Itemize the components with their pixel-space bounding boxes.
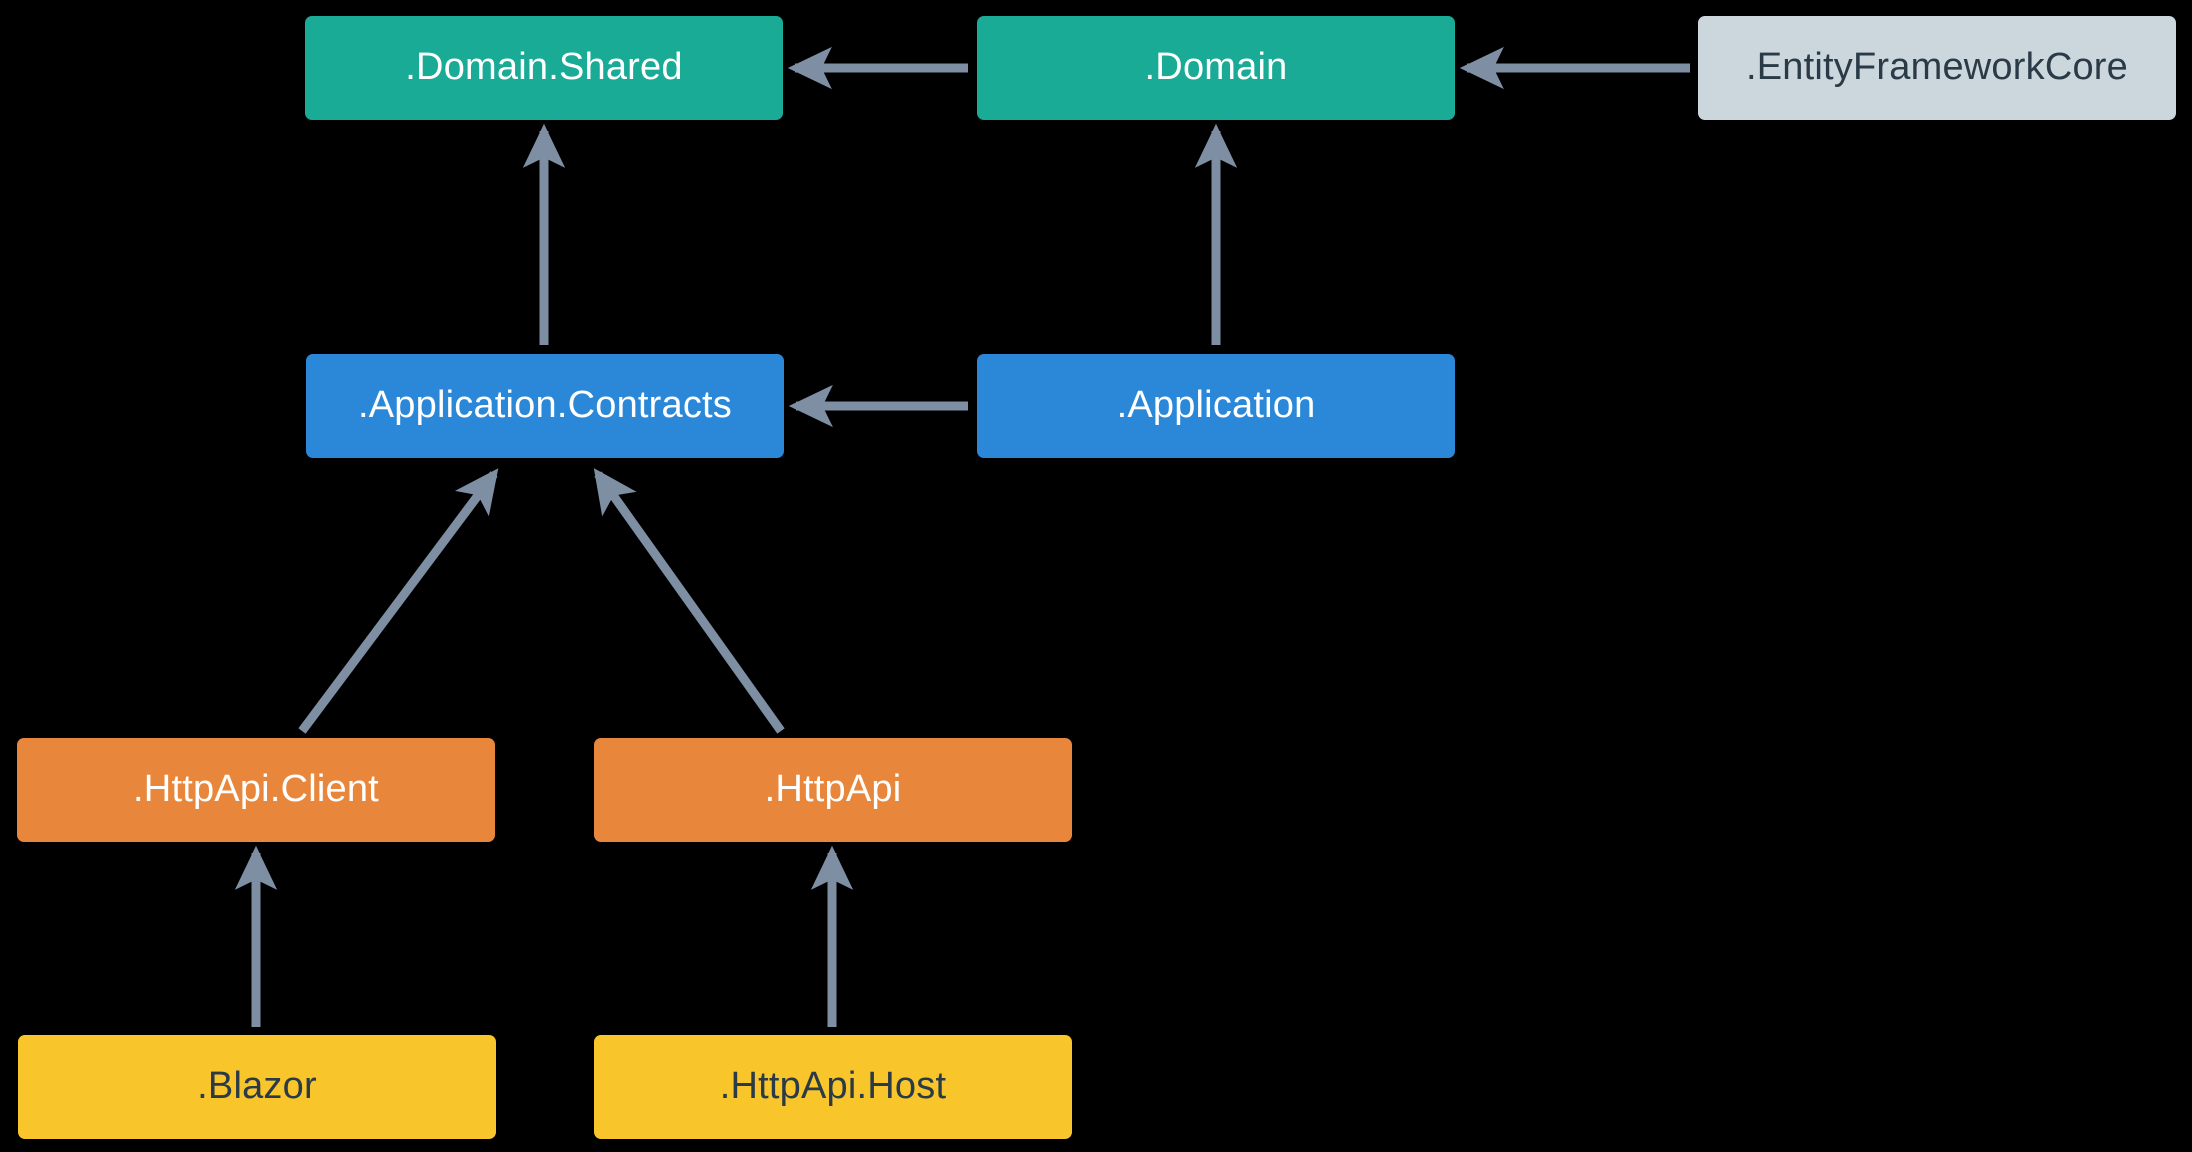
node-httpapi-host[interactable]: .HttpApi.Host xyxy=(594,1035,1072,1139)
arrow-httpapi-to-application-contracts xyxy=(593,468,785,734)
node-httpapi-client[interactable]: .HttpApi.Client xyxy=(17,738,495,842)
node-label-entity-framework-core: .EntityFrameworkCore xyxy=(1746,46,2128,89)
dependency-arrows xyxy=(234,46,1690,1027)
node-application[interactable]: .Application xyxy=(977,354,1455,458)
node-label-blazor: .Blazor xyxy=(197,1065,317,1108)
node-domain[interactable]: .Domain xyxy=(977,16,1455,120)
node-label-application-contracts: .Application.Contracts xyxy=(357,384,733,427)
node-label-domain: .Domain xyxy=(1144,46,1288,89)
node-label-httpapi-host: .HttpApi.Host xyxy=(719,1065,947,1108)
node-entity-framework-core[interactable]: .EntityFrameworkCore xyxy=(1698,16,2176,120)
node-label-domain-shared: .Domain.Shared xyxy=(405,46,683,89)
arrow-httpapi-client-to-application-contracts xyxy=(298,468,499,734)
node-httpapi[interactable]: .HttpApi xyxy=(594,738,1072,842)
node-blazor[interactable]: .Blazor xyxy=(18,1035,496,1139)
node-label-httpapi: .HttpApi xyxy=(764,768,902,811)
node-domain-shared[interactable]: .Domain.Shared xyxy=(305,16,783,120)
node-application-contracts[interactable]: .Application.Contracts xyxy=(306,354,784,458)
node-label-httpapi-client: .HttpApi.Client xyxy=(133,768,379,811)
node-label-application: .Application xyxy=(1116,384,1316,427)
